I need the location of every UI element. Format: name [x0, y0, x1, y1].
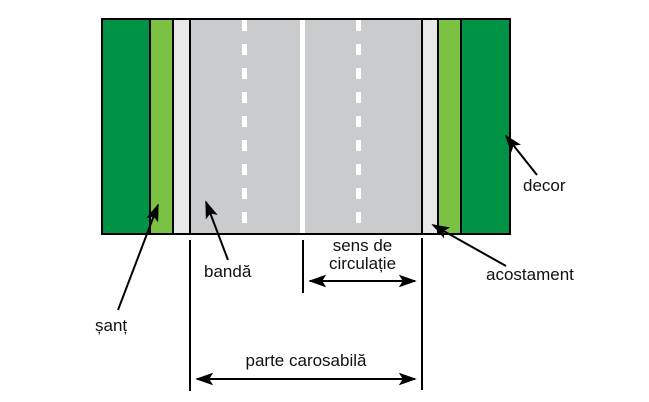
- roadway-surface: [191, 20, 421, 233]
- acostament-pointer-arrow: [431, 224, 507, 267]
- acostament-label: acostament: [486, 265, 574, 284]
- parte-carosabila-label: parte carosabilă: [245, 351, 367, 370]
- sens-line1: sens de: [332, 236, 393, 255]
- shoulder-left-strip: [174, 20, 189, 233]
- verge-right-strip: [462, 20, 509, 233]
- road-cross-section: [101, 18, 511, 235]
- sant-label: șanț: [95, 316, 128, 335]
- lane-marking-left-dashed: [242, 20, 247, 233]
- banda-pointer-arrow: [205, 200, 229, 261]
- sens-de-circulatie-label: sens de circulație: [303, 237, 422, 273]
- verge-left-strip: [103, 20, 149, 233]
- ditch-right-strip: [439, 20, 460, 233]
- sens-line2: circulație: [328, 254, 397, 273]
- sant-pointer-arrow: [117, 203, 159, 311]
- shoulder-right-strip: [423, 20, 437, 233]
- banda-label: bandă: [204, 262, 252, 281]
- ditch-left-strip: [151, 20, 172, 233]
- center-line-solid: [300, 20, 305, 233]
- decor-pointer-arrow: [504, 134, 538, 176]
- decor-label: decor: [523, 176, 566, 195]
- lane-marking-right-dashed: [356, 20, 361, 233]
